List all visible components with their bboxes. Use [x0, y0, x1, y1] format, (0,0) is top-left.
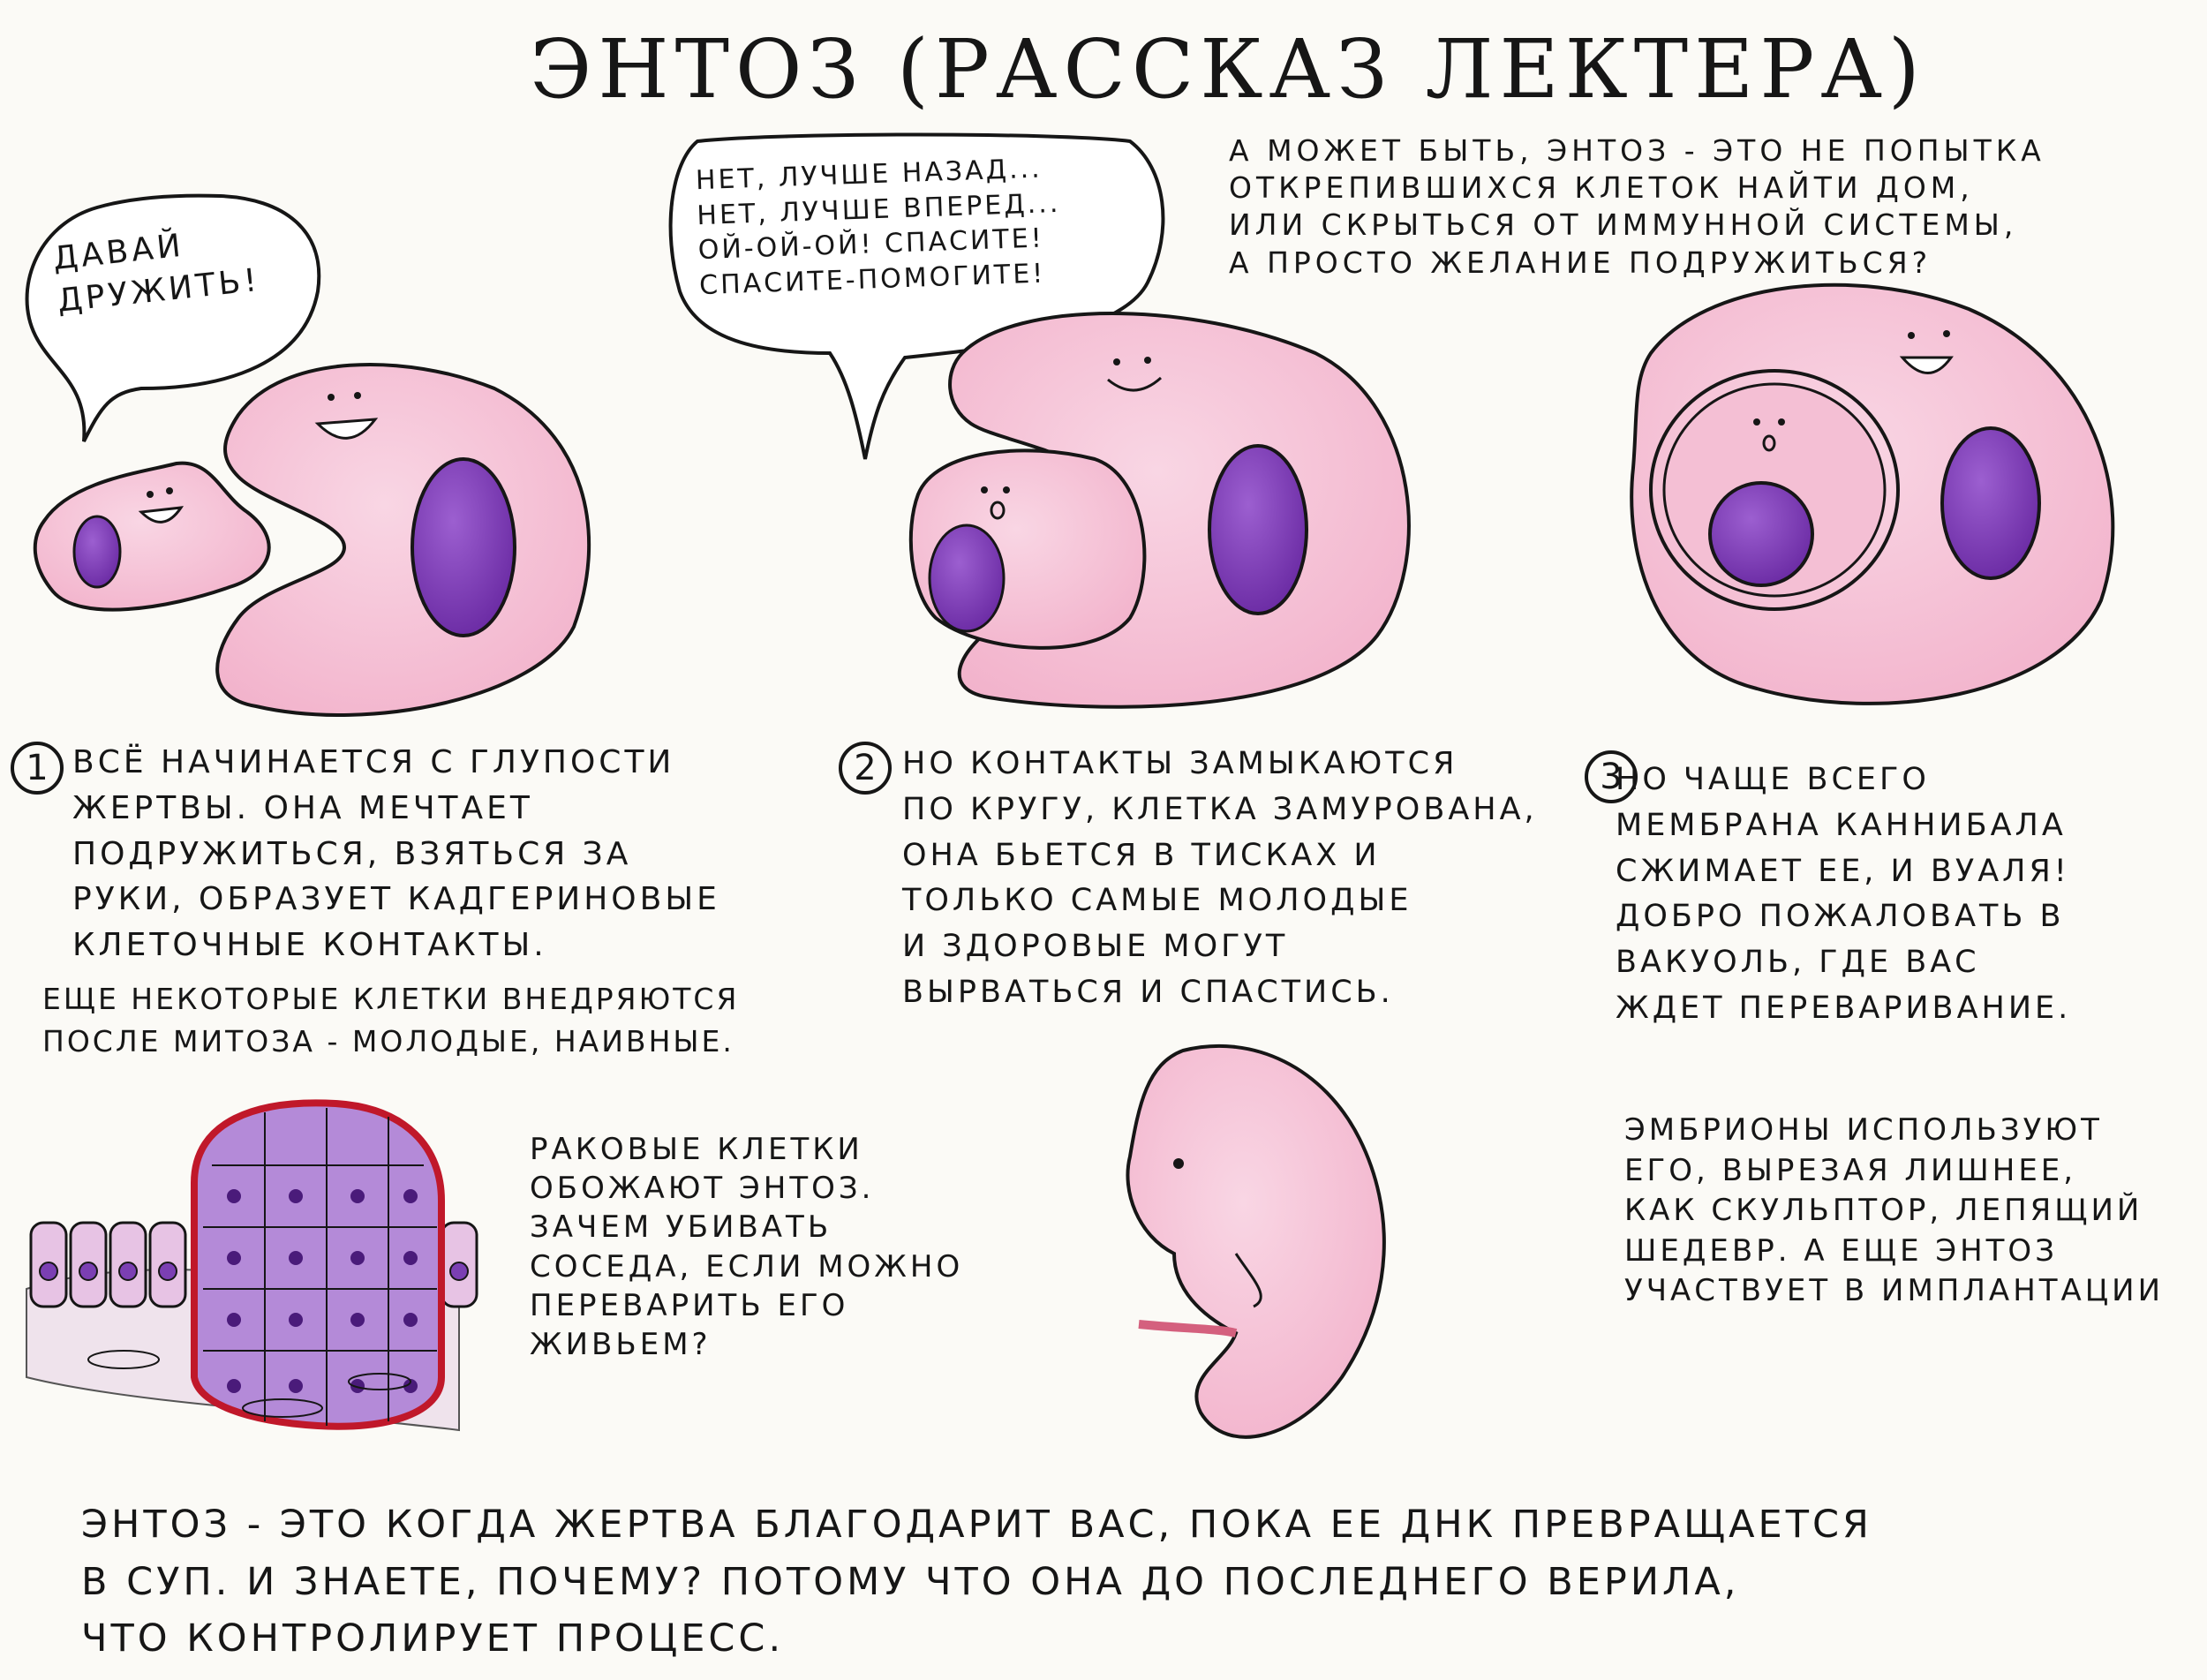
step-1-number: 1	[11, 742, 64, 795]
step-1-text: Всё начинается с глупости жертвы. Она ме…	[72, 744, 720, 964]
step-2-text: Но контакты замыкаются по кругу, клетка …	[902, 746, 1538, 1010]
victim-cell-1	[33, 461, 271, 612]
speech-bubble-1	[25, 193, 321, 442]
step-3: 3	[1585, 750, 1643, 803]
step-2-number: 2	[839, 742, 892, 795]
speech-bubble-2	[668, 132, 1165, 460]
step-1: 1	[11, 742, 69, 795]
step-3-number: 3	[1585, 750, 1638, 803]
cancer-text: Раковые клетки обожают энтоз. Зачем убив…	[530, 1132, 964, 1362]
page-title: Энтоз (рассказ Лектера)	[530, 22, 1926, 117]
embryo-text: Эмбрионы используют его, вырезая лишнее,…	[1624, 1112, 2165, 1309]
conclusion-text: Энтоз - это когда жертва благодарит вас,…	[81, 1503, 1872, 1661]
step-3-text: Но чаще всего мембрана каннибала сжимает…	[1616, 762, 2072, 1026]
step-2: 2	[839, 742, 897, 795]
embryo	[1126, 1043, 1386, 1439]
bubble-2-text: Нет, лучше назад... Нет, лучше вперед...…	[695, 153, 1061, 301]
tumor-tissue	[26, 1099, 478, 1432]
cannibal-cell-3	[1630, 283, 2115, 705]
victim-cell-2	[908, 448, 1147, 650]
question-text: А может быть, энтоз - это не попытка отк…	[1229, 133, 2045, 280]
cannibal-cell-1	[215, 362, 591, 717]
step-1-extra: Еще некоторые клетки внедряются после ми…	[42, 982, 740, 1058]
